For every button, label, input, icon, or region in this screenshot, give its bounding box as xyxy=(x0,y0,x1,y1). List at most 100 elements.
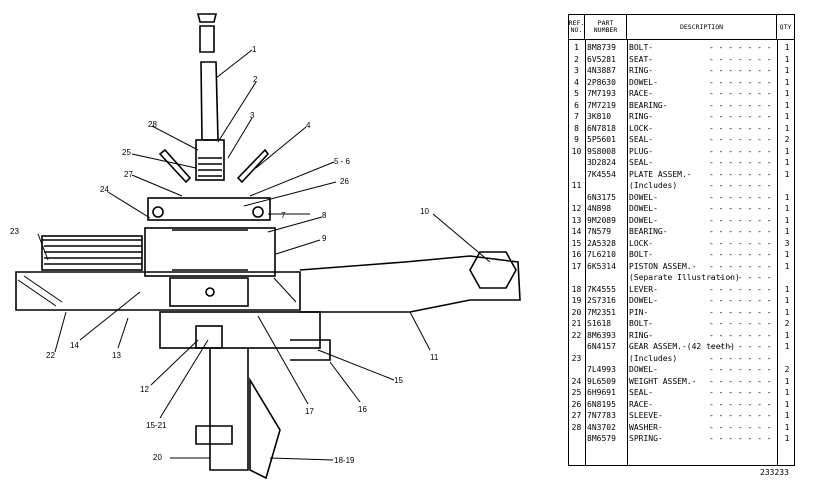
callout-18-19: 18-19 xyxy=(334,456,355,465)
part-number-cell: 8M6393 xyxy=(587,330,616,340)
qty-cell: 1 xyxy=(784,66,790,75)
description-cell: SPRING- xyxy=(629,434,663,443)
callout-26: 26 xyxy=(340,177,349,186)
description-cell: WEIGHT ASSEM.- xyxy=(629,376,697,386)
part-number-cell: 6V5281 xyxy=(587,54,616,64)
qty-cell: 2 xyxy=(784,365,790,374)
table-row: (Separate Illustration)- - - - - - - - -… xyxy=(569,272,794,283)
group-ref: 11 xyxy=(571,181,582,190)
ref-cell: 22 xyxy=(571,330,582,340)
callout-24: 24 xyxy=(100,185,109,194)
qty-cell: 1 xyxy=(784,330,790,340)
bolt-top xyxy=(196,13,218,53)
leader-dots: - - - - - - - - - - - - - xyxy=(709,89,775,98)
description-cell: (Includes) xyxy=(629,181,678,190)
qty-cell: 1 xyxy=(784,376,790,386)
part-number-cell: 6N3175 xyxy=(587,192,616,202)
ref-cell: 1 xyxy=(574,43,579,52)
description-cell: SEAT- xyxy=(629,54,654,64)
part-number-cell: 6H9691 xyxy=(587,388,616,397)
description-cell: DOWEL- xyxy=(629,365,658,374)
qty-cell: 1 xyxy=(784,399,790,409)
header-description: DESCRIPTION xyxy=(627,15,777,39)
qty-cell: 1 xyxy=(784,77,790,87)
qty-cell: 1 xyxy=(784,307,790,317)
callout-2: 2 xyxy=(253,75,258,84)
callout-3: 3 xyxy=(250,111,255,120)
ref-cell: 12 xyxy=(571,204,582,213)
leader-dots: - - - - - - - - - - - - - xyxy=(709,273,775,282)
description-cell: GEAR ASSEM.-(42 teeth) xyxy=(629,342,735,351)
description-cell: PLATE ASSEM.- xyxy=(629,169,692,179)
leader-dots: - - - - - - - - - - - - - xyxy=(709,204,775,213)
leader-dots: - - - - - - - - - - - - - xyxy=(709,296,775,305)
callout-15-21: 15-21 xyxy=(146,421,167,430)
qty-cell: 1 xyxy=(784,204,790,213)
qty-cell: 1 xyxy=(784,411,790,420)
ref-cell: 4 xyxy=(574,77,579,87)
ref-cell: 6 xyxy=(574,100,579,110)
part-number-cell: 7M7219 xyxy=(587,100,616,110)
leader-dots: - - - - - - - - - - - - - xyxy=(709,307,775,317)
ref-cell: 8 xyxy=(574,123,579,133)
qty-cell: 1 xyxy=(784,169,790,179)
part-number-cell: 3D2824 xyxy=(587,158,616,167)
table-row: 7L4993 DOWEL-2- - - - - - - - - - - - - xyxy=(569,364,794,375)
part-number-cell: 6K5314 xyxy=(587,261,616,271)
ref-cell: 20 xyxy=(571,307,582,317)
qty-cell: 3 xyxy=(784,238,790,248)
leader-dots: - - - - - - - - - - - - - xyxy=(709,43,775,52)
part-number-cell: 6N4157 xyxy=(587,342,616,351)
description-cell: SLEEVE- xyxy=(629,411,663,420)
leader-dots: - - - - - - - - - - - - - xyxy=(709,238,775,248)
leader-dots: - - - - - - - - - - - - - xyxy=(709,422,775,432)
description-cell: WASHER- xyxy=(629,422,663,432)
qty-cell: 1 xyxy=(784,215,790,225)
ref-cell: 9 xyxy=(574,135,579,144)
callout-13: 13 xyxy=(112,351,121,360)
qty-cell: 1 xyxy=(784,112,790,121)
qty-cell: 1 xyxy=(784,250,790,259)
qty-cell: 1 xyxy=(784,342,790,351)
leader-dots: - - - - - - - - - - - - - xyxy=(709,215,775,225)
leader-dots: - - - - - - - - - - - - - xyxy=(709,66,775,75)
description-cell: PISTON ASSEM.- xyxy=(629,261,697,271)
callout-27: 27 xyxy=(124,170,133,179)
callout-22: 22 xyxy=(46,351,55,360)
leader-dots: - - - - - - - - - - - - - xyxy=(709,261,775,271)
ref-cell: 19 xyxy=(571,296,582,305)
part-number-cell: 4N898 xyxy=(587,204,612,213)
description-cell: BEARING- xyxy=(629,100,668,110)
ref-cell: 7 xyxy=(574,112,579,121)
part-number-cell: 2S7316 xyxy=(587,296,616,305)
header-part-number: PART NUMBER xyxy=(585,15,627,39)
part-number-cell: 9M2089 xyxy=(587,215,616,225)
leader-dots: - - - - - - - - - - - - - xyxy=(709,411,775,420)
part-number-cell: 9L6509 xyxy=(587,376,616,386)
part-number-cell: 9S8008 xyxy=(587,146,616,156)
part-number-cell: S1618 xyxy=(587,319,612,328)
ref-cell: 3 xyxy=(574,66,579,75)
part-number-cell: 7M2351 xyxy=(587,307,616,317)
ref-cell: 16 xyxy=(571,250,582,259)
ref-cell: 15 xyxy=(571,238,582,248)
table-row: (Includes)- - - - - - - - - - - - - xyxy=(569,180,794,191)
part-number-cell: 8M6579 xyxy=(587,434,616,443)
qty-cell: 1 xyxy=(784,43,790,52)
leader-dots: - - - - - - - - - - - - - xyxy=(709,342,775,351)
ref-cell: 26 xyxy=(571,399,582,409)
leader-dots: - - - - - - - - - - - - - xyxy=(709,77,775,87)
description-cell: RACE- xyxy=(629,89,654,98)
callout-14: 14 xyxy=(70,341,79,350)
description-cell: DOWEL- xyxy=(629,77,658,87)
gear-23 xyxy=(41,235,143,271)
ref-cell: 5 xyxy=(574,89,579,98)
leader-dots: - - - - - - - - - - - - - xyxy=(709,399,775,409)
